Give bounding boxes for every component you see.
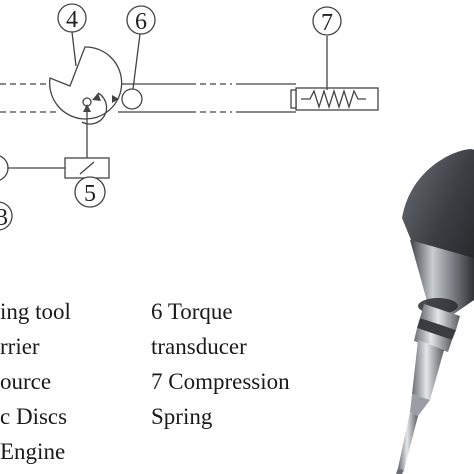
callout-4: 4 xyxy=(66,7,78,33)
roller-follower xyxy=(121,88,143,110)
tool-render xyxy=(396,149,474,474)
legend-right-3: 7 Compression xyxy=(151,369,290,394)
callout-5: 5 xyxy=(84,181,96,207)
callout-6: 6 xyxy=(135,9,147,35)
legend-right-4: Spring xyxy=(151,404,213,429)
legend-left-4: c Discs xyxy=(0,404,67,429)
callout-7-circle xyxy=(312,6,342,36)
legend: ing tool rrier ource c Discs Engine 6 To… xyxy=(0,299,290,464)
callout-4-circle xyxy=(57,3,87,33)
callout-3-circle xyxy=(0,155,9,181)
schematic xyxy=(0,3,379,231)
legend-left-1: ing tool xyxy=(0,299,71,324)
legend-left-3: ource xyxy=(0,369,51,394)
callout-5-circle xyxy=(74,176,106,208)
callout-7: 7 xyxy=(321,10,333,36)
compression-spring xyxy=(301,88,366,110)
callout-6-circle xyxy=(126,5,156,35)
spring-housing xyxy=(290,87,379,111)
rotation-arrow xyxy=(81,92,108,125)
legend-right-2: transducer xyxy=(151,334,247,359)
callout-3: 3 xyxy=(0,205,8,231)
legend-right-1: 6 Torque xyxy=(151,299,233,324)
legend-left-2: rrier xyxy=(0,334,40,359)
legend-left-5: Engine xyxy=(0,439,65,464)
callout-3b-circle xyxy=(0,201,13,231)
rod xyxy=(0,83,296,113)
